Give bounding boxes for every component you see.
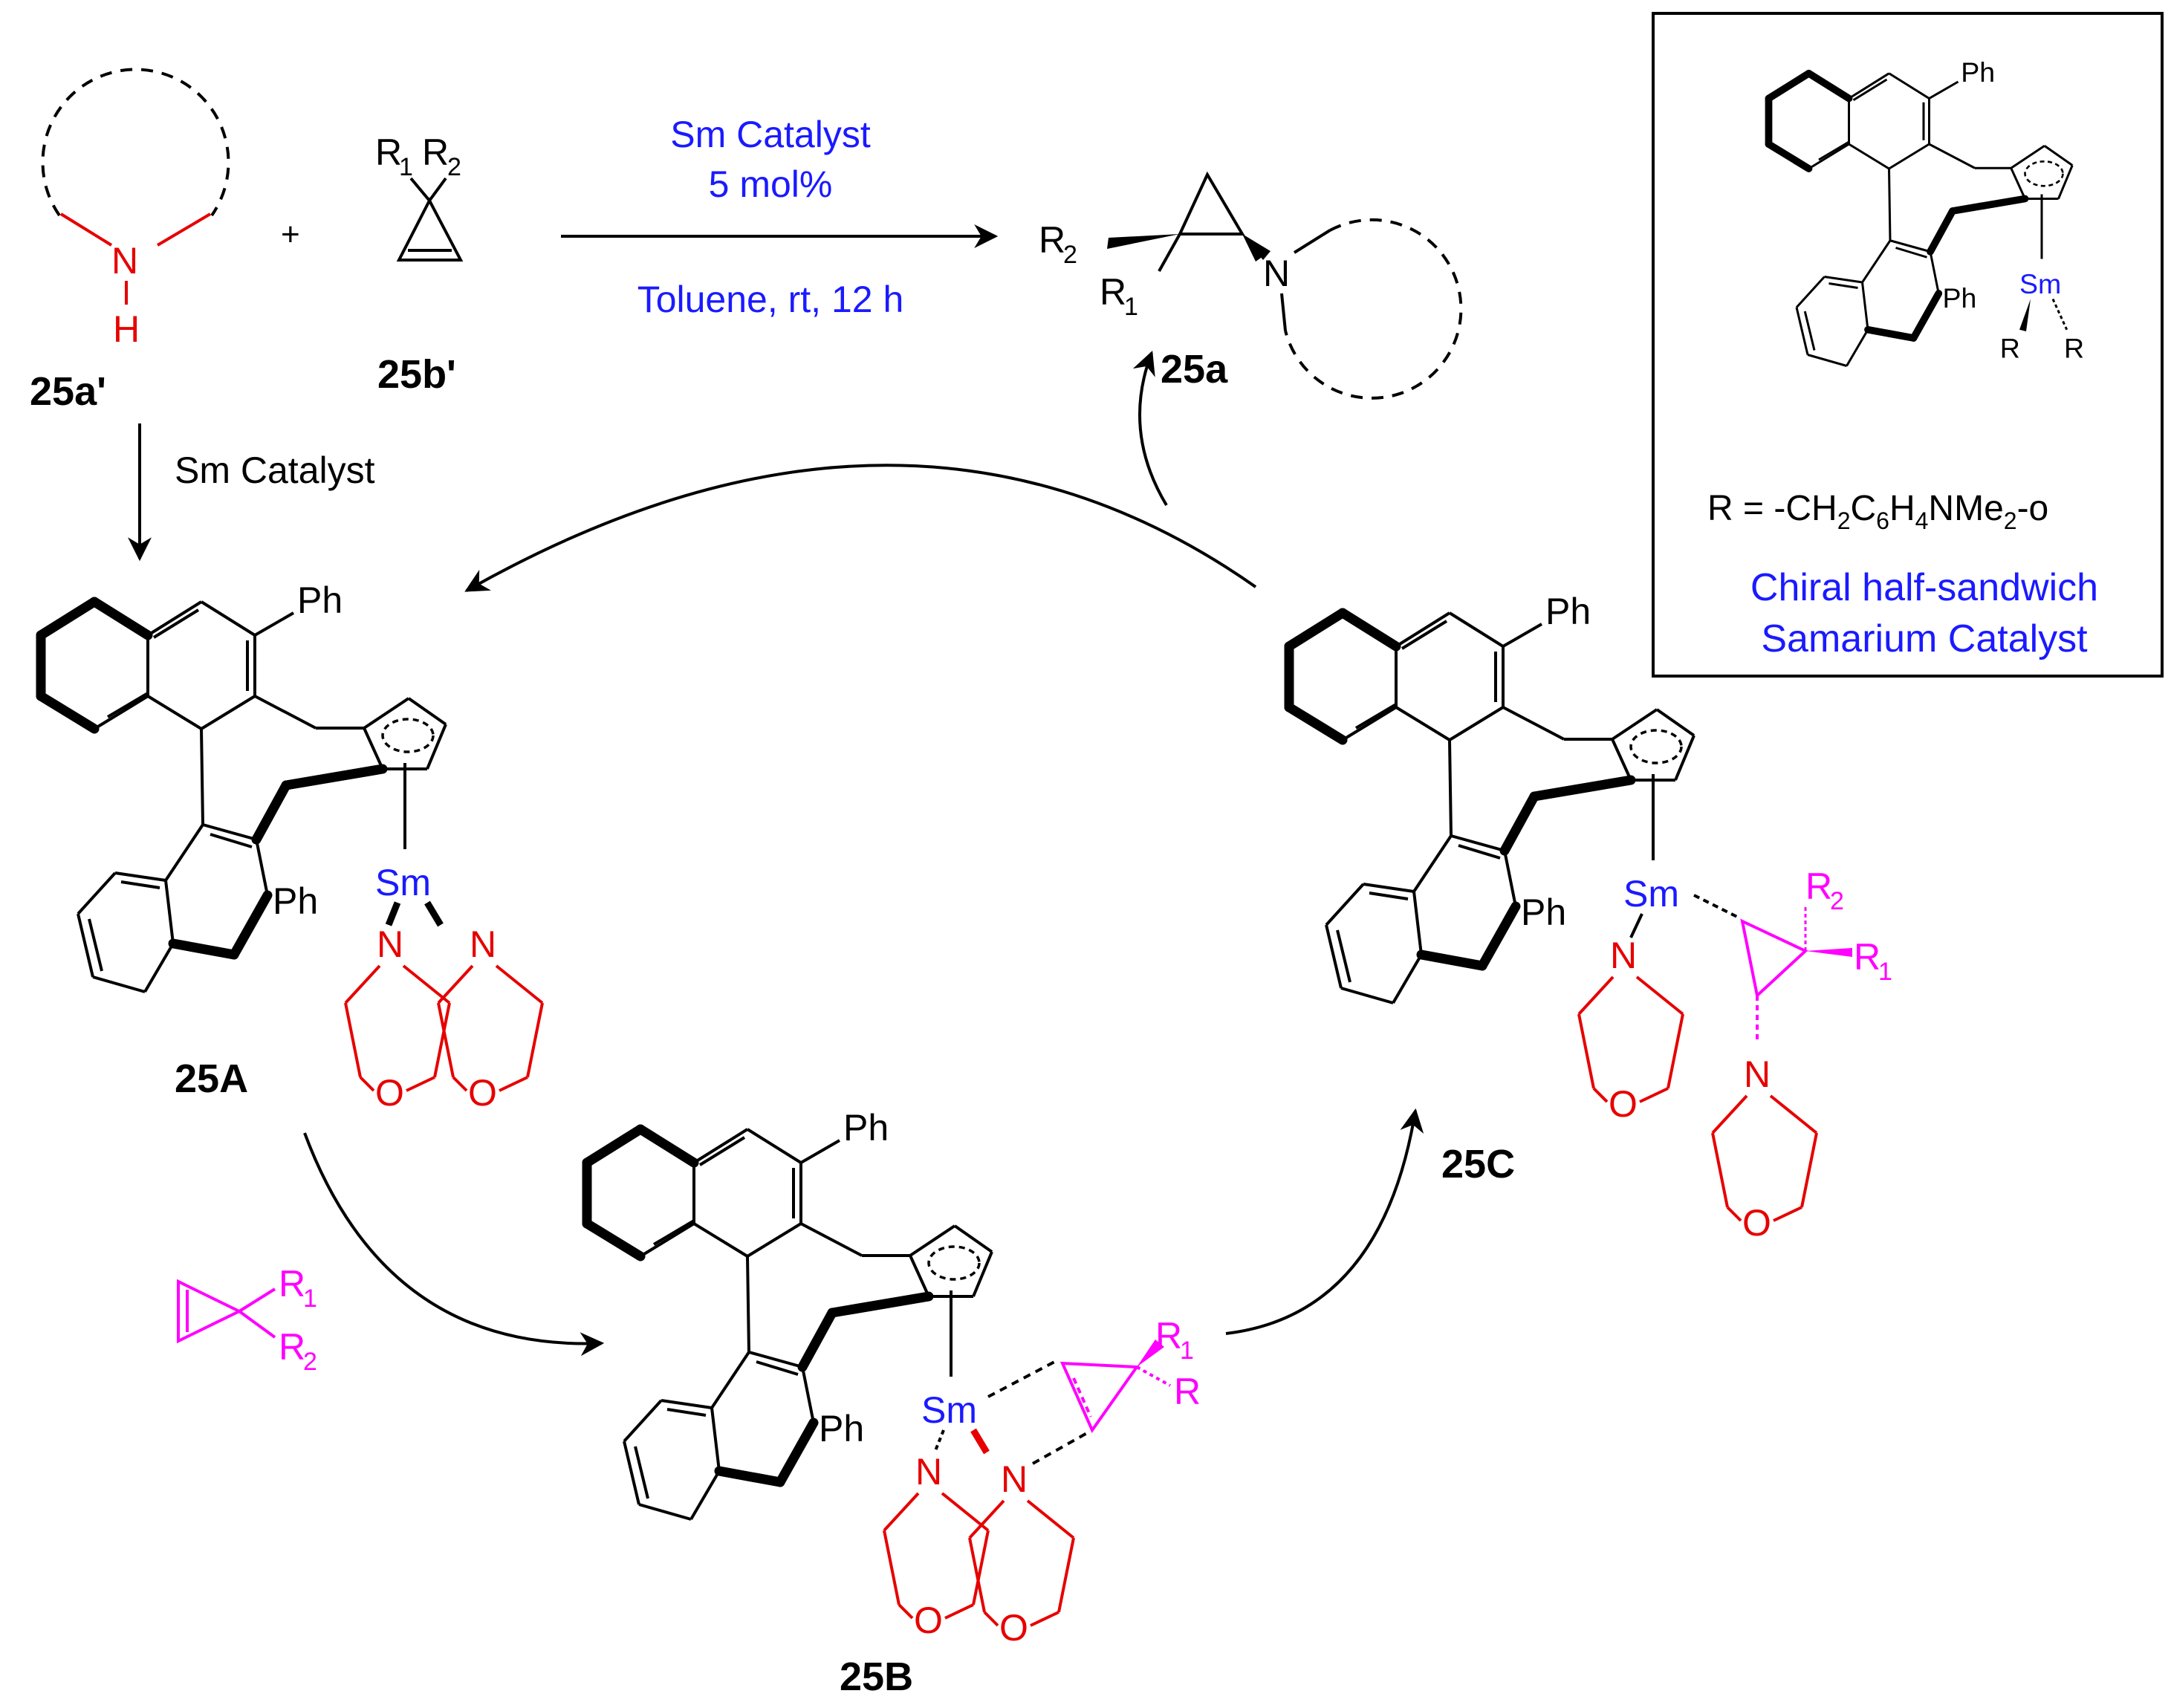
r2-label: R bbox=[1039, 219, 1065, 261]
oxygen-label: O bbox=[1742, 1202, 1771, 1244]
nitrogen-label: N bbox=[915, 1451, 942, 1493]
oxygen-label: O bbox=[914, 1600, 943, 1641]
compound-label-25B: 25B bbox=[840, 1655, 913, 1699]
subscript: 1 bbox=[399, 153, 413, 181]
cycle-arrows bbox=[128, 351, 1424, 1357]
nitrogen-label: N bbox=[1610, 935, 1637, 976]
product-25a: R 2 R 1 N 25a bbox=[1039, 171, 1463, 400]
catalyst-structure: R R bbox=[1769, 56, 2084, 366]
compound-label-25b-prime: 25b' bbox=[377, 352, 456, 397]
compound-label-25C: 25C bbox=[1441, 1142, 1515, 1186]
oxygen-label: O bbox=[999, 1607, 1028, 1649]
compound-label-25a-prime: 25a' bbox=[30, 369, 106, 414]
r-group-label: R bbox=[2000, 332, 2020, 363]
r-group-label: R bbox=[2064, 332, 2084, 363]
plus-sign: + bbox=[281, 216, 300, 253]
condition-solvent-time: Toluene, rt, 12 h bbox=[637, 279, 904, 320]
r2-label: R bbox=[422, 131, 449, 173]
compound-label-25A: 25A bbox=[175, 1056, 248, 1101]
side-label-sm-catalyst: Sm Catalyst bbox=[175, 449, 375, 491]
condition-loading: 5 mol% bbox=[709, 163, 833, 205]
r2-label: R bbox=[1805, 866, 1832, 907]
subscript: 1 bbox=[1180, 1337, 1194, 1365]
subscript: 2 bbox=[1830, 887, 1844, 915]
catalyst-caption-line2: Samarium Catalyst bbox=[1761, 617, 2088, 660]
r2-label: R bbox=[279, 1326, 305, 1368]
subscript: 1 bbox=[1878, 958, 1892, 986]
r-label: R bbox=[1174, 1371, 1201, 1412]
catalyst-caption-line1: Chiral half-sandwich bbox=[1750, 566, 2098, 609]
catalyst-structure-box bbox=[1652, 12, 2164, 678]
r1-label: R bbox=[279, 1263, 305, 1305]
subscript: 2 bbox=[447, 153, 461, 181]
intermediate-25C: N O R 2 R 1 N O bbox=[1289, 591, 1892, 1244]
subscript: 2 bbox=[303, 1348, 317, 1376]
subscript: 1 bbox=[1124, 293, 1138, 321]
r1-label: R bbox=[1155, 1315, 1182, 1357]
reaction-arrow: Sm Catalyst 5 mol% Toluene, rt, 12 h bbox=[561, 114, 999, 320]
intermediate-25B: N O N O R 1 R bbox=[587, 1107, 1201, 1649]
intermediate-25A: N O N O bbox=[41, 579, 544, 1114]
hydrogen-label: H bbox=[113, 308, 140, 350]
nitrogen-label: N bbox=[1744, 1053, 1771, 1095]
nitrogen-label: N bbox=[111, 240, 138, 282]
cyclopropene-substrate: R 1 R 2 bbox=[177, 1263, 317, 1376]
r1-label: R bbox=[375, 131, 402, 173]
r1-label: R bbox=[1100, 271, 1126, 313]
oxygen-label: O bbox=[1609, 1083, 1638, 1125]
nitrogen-label: N bbox=[470, 923, 496, 965]
r-group-definition: R = -CH2C6H4NMe2-o bbox=[1707, 489, 2048, 534]
nitrogen-label: N bbox=[1001, 1458, 1028, 1500]
compound-label-25a: 25a bbox=[1161, 347, 1228, 392]
nitrogen-label: N bbox=[1263, 253, 1290, 294]
subscript: 1 bbox=[303, 1285, 317, 1313]
oxygen-label: O bbox=[375, 1072, 404, 1114]
condition-catalyst: Sm Catalyst bbox=[670, 114, 871, 155]
cyclopropene-reactant-25b-prime: R 1 R 2 25b' bbox=[375, 131, 464, 397]
r1-label: R bbox=[1854, 936, 1880, 978]
amine-reactant-25a-prime: N H 25a' bbox=[30, 68, 230, 414]
subscript: 2 bbox=[1063, 241, 1077, 269]
oxygen-label: O bbox=[468, 1072, 497, 1114]
nitrogen-label: N bbox=[377, 923, 403, 965]
